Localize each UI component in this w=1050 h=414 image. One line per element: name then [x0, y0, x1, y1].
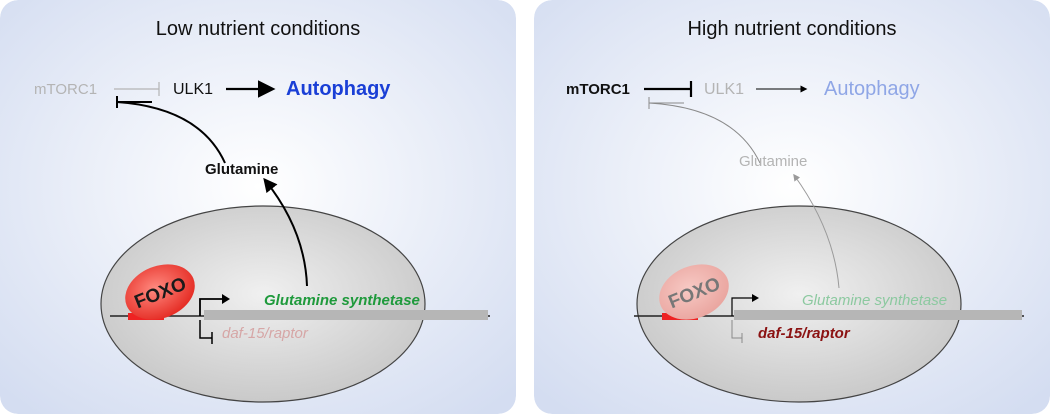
- panel-title: Low nutrient conditions: [156, 18, 361, 40]
- glutamine-synthetase-label: Glutamine synthetase: [802, 292, 947, 309]
- ulk1-label: ULK1: [173, 81, 213, 98]
- daf15-raptor-label: daf-15/raptor: [222, 325, 309, 342]
- mtorc1-label: mTORC1: [34, 81, 97, 98]
- high-nutrient-panel: High nutrient conditions mTORC1 ULK1 Aut…: [534, 0, 1050, 414]
- glutamine-inhibits-mtorc1-curve: [116, 101, 226, 164]
- repression-bracket: [199, 320, 212, 339]
- glutamine-inhibits-mtorc1-curve: [648, 102, 761, 164]
- foxo-blob: FOXO: [659, 264, 729, 320]
- low-nutrient-panel: Low nutrient conditions mTORC1 ULK1 Auto…: [0, 0, 516, 414]
- gene-body: [204, 310, 488, 320]
- autophagy-label: Autophagy: [824, 78, 920, 100]
- repression-bracket: [731, 320, 742, 339]
- synthetase-produces-glutamine-arrow: [793, 173, 840, 289]
- gene-body: [734, 310, 1022, 320]
- mtorc1-label: mTORC1: [566, 81, 630, 98]
- panel-title: High nutrient conditions: [687, 18, 896, 40]
- promoter-arrow: [731, 297, 752, 316]
- glutamine-synthetase-label: Glutamine synthetase: [264, 292, 420, 309]
- ulk1-label: ULK1: [704, 81, 744, 98]
- high-nutrient-diagram: High nutrient conditions mTORC1 ULK1 Aut…: [534, 0, 1050, 414]
- promoter-arrowhead: [752, 294, 759, 302]
- cell-nucleus: [100, 205, 426, 403]
- synthetase-produces-glutamine-arrow: [263, 177, 308, 287]
- glutamine-label: Glutamine: [205, 161, 278, 178]
- daf15-raptor-label: daf-15/raptor: [758, 325, 851, 342]
- low-nutrient-diagram: Low nutrient conditions mTORC1 ULK1 Auto…: [0, 0, 516, 414]
- cell-nucleus: [636, 205, 962, 403]
- promoter-arrow: [199, 298, 222, 316]
- autophagy-label: Autophagy: [286, 78, 391, 100]
- glutamine-label: Glutamine: [739, 153, 807, 170]
- foxo-blob: FOXO: [125, 264, 195, 320]
- promoter-arrowhead: [222, 294, 230, 304]
